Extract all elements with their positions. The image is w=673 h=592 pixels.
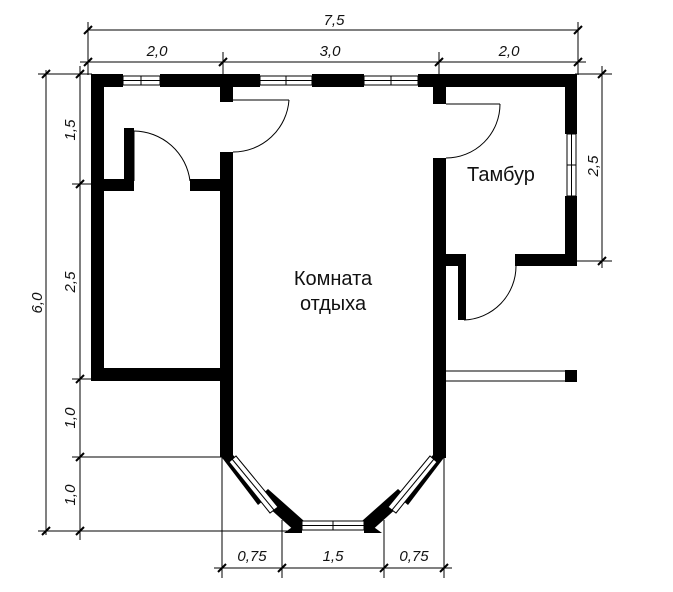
top-segment-2-label: 3,0 <box>320 43 342 60</box>
room-label-vestibule: Тамбур <box>467 164 535 186</box>
left-height-label: 6,0 <box>29 292 46 314</box>
window-lounge-2 <box>363 75 419 86</box>
right-height-label: 2,5 <box>585 155 602 178</box>
doors <box>133 99 517 321</box>
bottom-segment-2-label: 1,5 <box>323 548 345 565</box>
room-label-lounge-line2: отдыха <box>300 293 367 315</box>
window-bay-center <box>301 520 365 531</box>
bottom-segment-1-label: 0,75 <box>237 548 267 565</box>
left-segment-4-label: 1,0 <box>62 484 79 506</box>
door-left-to-lounge <box>232 99 290 153</box>
room-labels: Тамбур Комната отдыха <box>294 164 535 315</box>
dimension-lines <box>38 22 612 578</box>
walls <box>91 74 577 533</box>
top-segment-1-label: 2,0 <box>146 43 169 60</box>
left-segment-2-label: 2,5 <box>62 271 79 294</box>
top-segment-3-label: 2,0 <box>498 43 521 60</box>
window-bay-left <box>228 455 279 514</box>
dimension-labels: 7,5 2,0 3,0 2,0 6,0 1,5 2,5 1,0 1,0 2,5 … <box>29 12 602 565</box>
door-bath <box>133 130 191 182</box>
windows <box>122 75 577 531</box>
overall-width-label: 7,5 <box>324 12 346 29</box>
door-lounge-to-vestibule <box>445 103 501 159</box>
window-lounge-1 <box>259 75 313 86</box>
window-bay-right <box>387 455 438 514</box>
window-vestibule <box>566 133 577 197</box>
left-segment-1-label: 1,5 <box>62 119 79 141</box>
bottom-segment-3-label: 0,75 <box>399 548 429 565</box>
window-bath <box>122 75 161 86</box>
room-label-lounge-line1: Комната <box>294 268 373 290</box>
left-segment-3-label: 1,0 <box>62 407 79 429</box>
porch-rail <box>446 370 565 382</box>
door-vestibule-exit <box>463 265 517 321</box>
